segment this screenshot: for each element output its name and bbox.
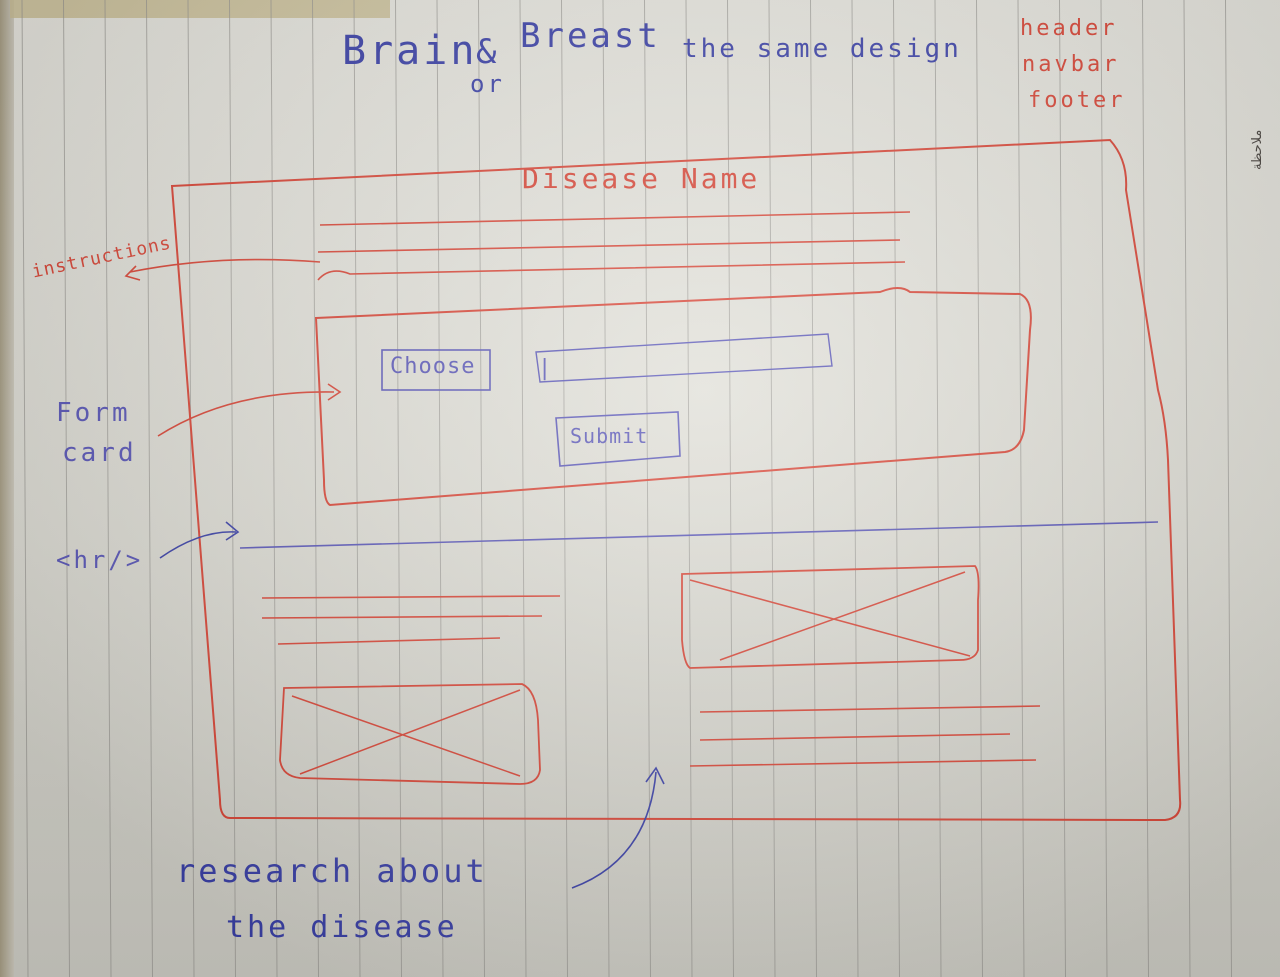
rule-line [976,0,983,977]
research-annotation-line2: the disease [226,910,458,945]
instruction-line-2 [317,239,901,253]
rule-line [1100,0,1108,977]
rule-line [685,0,693,977]
rule-line [353,0,361,977]
card-annotation: card [62,438,137,468]
rule-line [602,0,610,977]
hr-arrow [159,531,237,559]
rule-line [270,0,278,977]
instructions-arrow [129,258,321,273]
rule-line [727,0,734,977]
rule-line [436,0,444,977]
research-line-2 [261,615,543,619]
rule-line [1225,0,1232,977]
rule-line [1142,0,1149,977]
form-card-arrow [157,391,335,437]
header-note: header [1020,16,1118,41]
footer-note: footer [1028,88,1126,113]
rule-line [1017,0,1025,977]
page-frame [170,138,1182,822]
instruction-line-1 [319,211,911,226]
navbar-note: navbar [1022,52,1120,77]
rule-line [146,0,153,977]
hr-line [239,521,1159,549]
image-placeholder-left [279,683,541,785]
research-line-3 [277,637,501,645]
rule-line [934,0,942,977]
rule-line [851,0,859,977]
rule-line [810,0,817,977]
research-arrow [571,771,657,889]
rule-line [104,0,112,977]
rule-line [395,0,402,977]
rule-line [1059,0,1066,977]
submit-button-label: Submit [570,424,649,448]
file-input-cursor: | [538,356,555,381]
choose-button-box [381,349,491,391]
hr-arrowhead [225,521,240,541]
research-line-5 [699,733,1011,741]
submit-button-box [555,411,681,467]
rule-line [187,0,195,977]
breast-label: Breast [520,16,661,56]
rule-line [893,0,900,977]
form-card [314,287,1032,507]
research-arrowhead [645,766,665,785]
rule-line [1183,0,1191,977]
hr-annotation: <hr/> [56,546,144,574]
same-design-label: the same design [682,34,962,64]
instructions-arrowhead [124,265,141,281]
rule-line [561,0,568,977]
rule-line [63,0,70,977]
disease-name-title: Disease Name [522,162,761,195]
rule-line [644,0,651,977]
page-binding-edge [0,0,14,977]
rule-line [768,0,776,977]
instruction-line-3 [317,261,906,281]
form-card-arrowhead [327,383,342,401]
or-label: or [470,70,505,98]
research-line-4 [699,705,1041,713]
image-placeholder-right [681,565,980,669]
file-input-box [535,333,833,383]
research-line-1 [261,595,561,599]
ampersand-label: & [476,32,500,72]
rule-line [229,0,236,977]
rule-lines [21,0,1232,977]
rule-line [478,0,485,977]
form-annotation: Form [56,398,131,428]
margin-text: ملاحظة [1250,129,1265,170]
research-annotation-line1: research about [176,852,488,890]
brain-label: Brain [342,28,478,74]
image-placeholder-left-cross [291,689,521,777]
choose-button-label: Choose [390,354,476,379]
rule-line [21,0,29,977]
rule-line [519,0,527,977]
rule-line [312,0,319,977]
research-line-6 [689,759,1037,767]
image-placeholder-right-cross [689,571,971,661]
